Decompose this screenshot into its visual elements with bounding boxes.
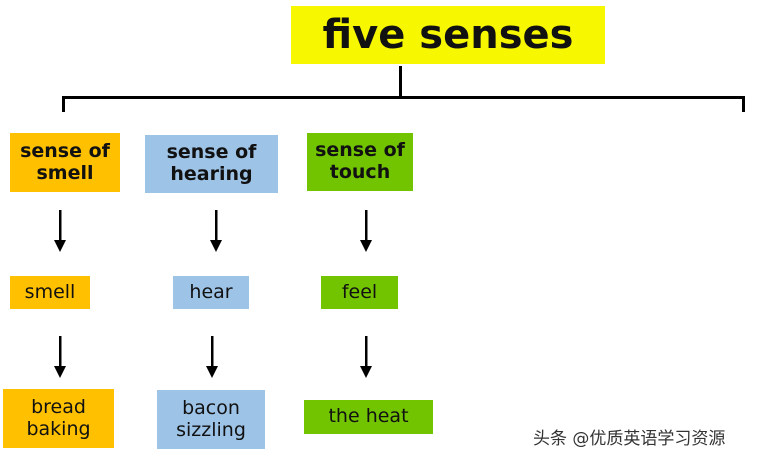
label: smell bbox=[24, 280, 76, 303]
bracket-horizontal bbox=[62, 96, 745, 99]
title-box: five senses bbox=[291, 6, 605, 64]
arrow-down-icon bbox=[54, 336, 66, 378]
title-text: five senses bbox=[322, 12, 574, 58]
example-the-heat-box: the heat bbox=[304, 400, 433, 434]
sense-of-smell-box: sense of smell bbox=[10, 133, 120, 192]
arrow-down-icon bbox=[54, 210, 66, 252]
verb-smell-box: smell bbox=[10, 276, 90, 309]
arrow-down-icon bbox=[360, 210, 372, 252]
verb-feel-box: feel bbox=[321, 276, 398, 309]
label: bacon sizzling bbox=[176, 396, 246, 441]
sense-of-touch-box: sense of touch bbox=[307, 133, 413, 191]
label: bread baking bbox=[26, 395, 91, 440]
arrow-down-icon bbox=[206, 336, 218, 378]
label: hear bbox=[189, 280, 233, 303]
sense-of-hearing-box: sense of hearing bbox=[145, 135, 278, 193]
example-bread-baking-box: bread baking bbox=[3, 389, 114, 448]
bracket-right-end bbox=[742, 96, 745, 112]
label: sense of touch bbox=[315, 139, 405, 183]
label: sense of smell bbox=[20, 139, 110, 184]
bracket-left-end bbox=[62, 96, 65, 112]
label: the heat bbox=[328, 405, 409, 428]
arrow-down-icon bbox=[210, 210, 222, 252]
label: sense of hearing bbox=[166, 141, 257, 185]
watermark: 头条 @优质英语学习资源 bbox=[533, 429, 726, 449]
verb-hear-box: hear bbox=[173, 276, 249, 309]
label: feel bbox=[341, 280, 378, 303]
example-bacon-sizzling-box: bacon sizzling bbox=[157, 390, 265, 449]
arrow-down-icon bbox=[360, 336, 372, 378]
stem-line bbox=[399, 66, 402, 98]
